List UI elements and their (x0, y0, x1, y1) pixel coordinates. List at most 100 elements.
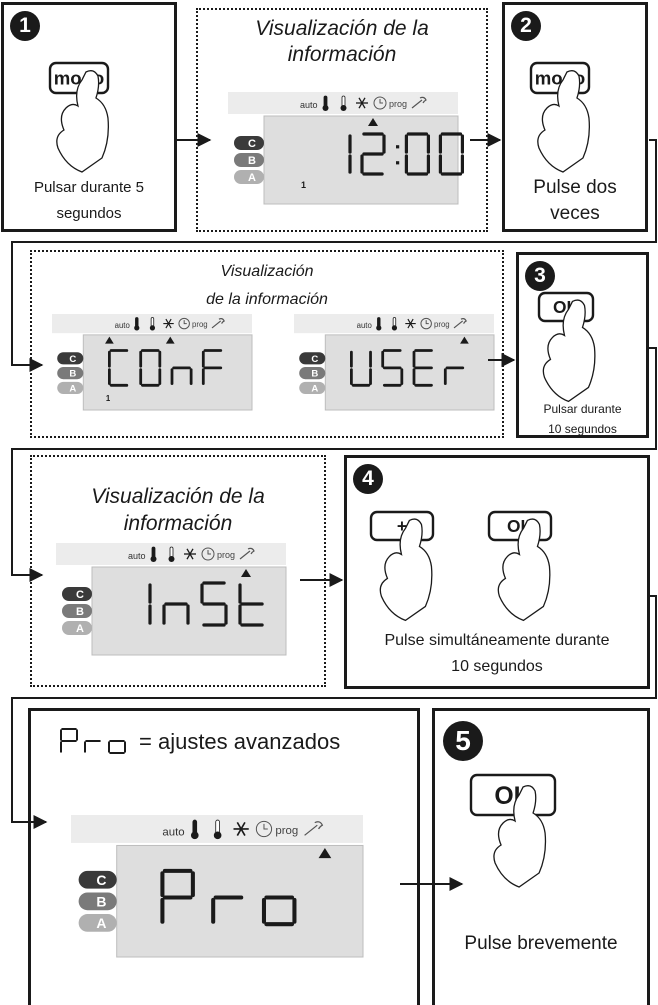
info2-title-line1: Visualización (220, 263, 314, 280)
step3-caption-line1: Pulsar durante (543, 402, 622, 416)
step3-panel: 3 OK Pulsar durante 10 segundos (516, 252, 649, 438)
finger-illustration (56, 70, 109, 173)
mode-tab-label: B (69, 369, 76, 380)
step2-caption-line2: veces (550, 203, 600, 224)
mode-tab-b (234, 153, 264, 167)
info1-title-line1: Visualización de la (255, 17, 429, 40)
lcd-digit (438, 132, 464, 176)
wrench-icon (304, 821, 324, 836)
mode-tab-label: C (96, 872, 106, 888)
button-press: + (369, 510, 435, 622)
button-press: modo (48, 61, 110, 173)
flow-connector (11, 347, 657, 582)
mode-tab-c (62, 587, 92, 601)
button-press: modo (529, 61, 591, 173)
button-press: OK (537, 291, 596, 403)
mode-tab-label: B (248, 155, 256, 167)
thermometer-icon (340, 95, 347, 111)
thermometer-icon (150, 546, 157, 562)
step1-panel: 1 modo Pulsar durante 5 segundos (1, 2, 177, 232)
wrench-icon (211, 318, 225, 329)
wrench-icon (453, 318, 467, 329)
lcd-digit (160, 868, 195, 924)
lcd-screen (116, 844, 364, 958)
wrench-icon (411, 96, 427, 109)
thermometer-icon (213, 819, 222, 840)
lcd-colon (396, 161, 400, 165)
lcd-digit (360, 132, 386, 176)
snowflake-icon (356, 97, 368, 109)
finger-illustration (542, 299, 596, 403)
mode-tab-b (62, 604, 92, 618)
clock-icon (373, 96, 387, 110)
lcd-digit (60, 728, 78, 753)
mode-tab-label: C (76, 589, 84, 601)
lcd-digit (238, 583, 264, 627)
lcd-screen (324, 334, 495, 411)
mode-tab-label: C (248, 138, 256, 150)
thermometer-icon (149, 317, 156, 331)
mode-tab-c (299, 352, 326, 365)
lcd-prog-label: prog (217, 550, 235, 560)
mode-tab-label: A (69, 383, 76, 394)
thermometer-icon (134, 317, 140, 331)
mode-tab-a (234, 170, 264, 184)
lcd-digit (201, 349, 223, 386)
mode-tab-label: B (76, 606, 84, 618)
plus-button-press-illustration: + (369, 510, 435, 622)
lcd-indicator-triangle (165, 336, 175, 344)
wrench-icon (239, 547, 255, 560)
lcd-digit (412, 349, 433, 387)
mode-tab-a (57, 381, 84, 394)
mode-tab-label: A (311, 383, 318, 394)
clock-icon (178, 317, 190, 330)
ok-button-press-illustration: OK (487, 510, 553, 622)
clock-icon (255, 820, 273, 838)
finger-illustration (537, 70, 590, 173)
mode-tab-label: A (248, 172, 256, 184)
lcd-auto-label: auto (128, 551, 146, 561)
button-press: OK (487, 510, 553, 622)
mode-tab-label: B (311, 369, 318, 380)
step3-number: 3 (525, 261, 555, 291)
lcd-digit (200, 581, 228, 627)
lcd-digit (381, 349, 404, 387)
ok-button-press-illustration: OK (537, 291, 596, 403)
snowflake-icon (163, 318, 174, 329)
modo-button-press-illustration: modo (529, 61, 591, 173)
lcd-auto-label: auto (300, 100, 318, 110)
step3-caption-line2: 10 segundos (548, 422, 617, 436)
mode-tab-b (57, 367, 84, 380)
step2-number: 2 (511, 11, 541, 41)
lcd-digit (443, 366, 465, 386)
lcd-screen (82, 334, 253, 411)
clock-icon (420, 317, 432, 330)
snowflake-icon (184, 548, 196, 560)
flow-connector (11, 595, 657, 829)
lcd-indicator-triangle (241, 569, 251, 577)
hardware-button-label: + (397, 516, 407, 536)
step5-panel: 5 OK Pulse brevemente (432, 708, 650, 1005)
lcd-digit (404, 132, 430, 176)
thermometer-icon (322, 95, 329, 111)
step5-number: 5 (443, 721, 483, 761)
lcd-digit (84, 740, 101, 753)
snowflake-icon (405, 318, 416, 329)
modo-button-press-illustration: modo (48, 61, 110, 173)
lcd-digit (162, 602, 190, 625)
step2-panel: 2 modo Pulse dos veces (502, 2, 648, 232)
mode-tab-b (78, 892, 117, 911)
mode-tab-label: A (96, 915, 106, 931)
mode-tab-label: C (69, 354, 76, 365)
lcd-indicator-triangle (318, 848, 332, 859)
lcd-auto-label: auto (115, 321, 131, 330)
mode-tab-a (299, 381, 326, 394)
info3-title-line2: información (123, 512, 233, 535)
finger-illustration (493, 785, 547, 888)
thermometer-icon (168, 546, 175, 562)
